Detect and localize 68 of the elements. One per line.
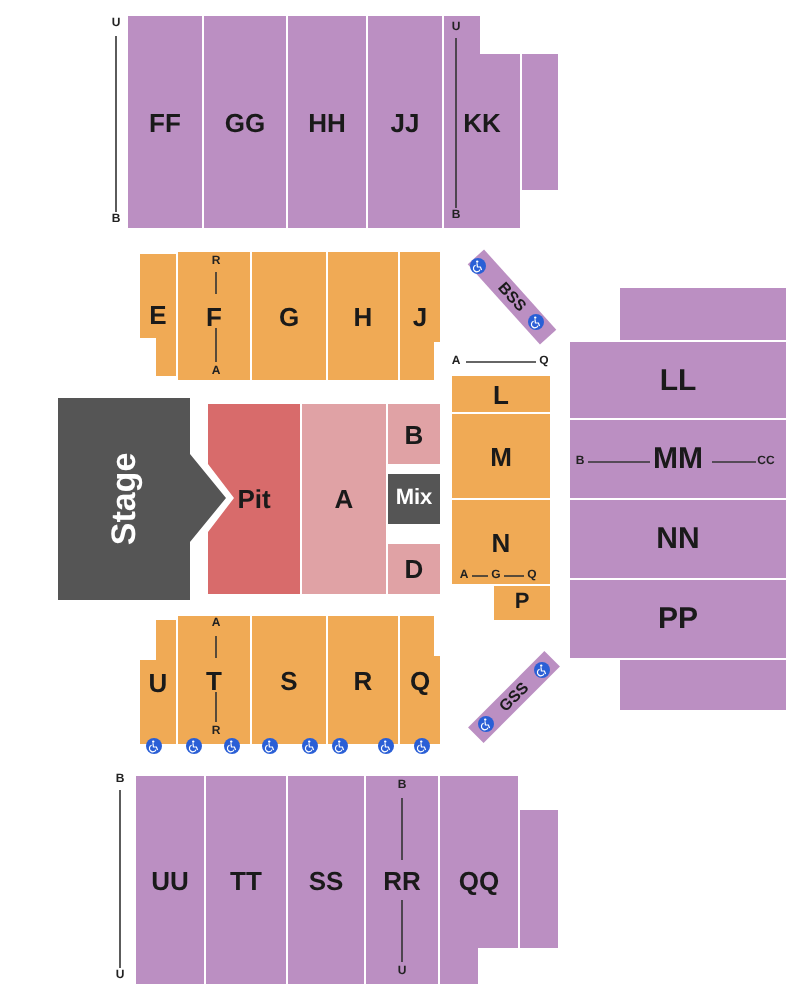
section-label: D	[404, 556, 424, 582]
seating-section-block	[620, 288, 786, 340]
seating-section	[136, 776, 204, 984]
section-label: E	[149, 302, 167, 328]
section-label: SS	[308, 867, 344, 893]
seating-section	[204, 16, 286, 228]
seating-section	[388, 474, 440, 524]
section-label: F	[206, 303, 222, 329]
section-label: Stage	[107, 452, 141, 546]
seating-section	[328, 252, 398, 380]
seating-section	[328, 616, 398, 744]
seating-section	[252, 252, 326, 380]
seating-section	[570, 500, 786, 578]
section-label: JJ	[390, 109, 420, 135]
section-label: L	[493, 381, 509, 407]
section-label: M	[490, 443, 512, 469]
seating-section-block	[522, 54, 558, 190]
section-label: G	[278, 303, 300, 329]
seating-section	[494, 586, 550, 620]
seating-section	[570, 420, 786, 498]
seating-section	[400, 252, 440, 380]
section-label: GG	[224, 109, 266, 135]
seating-section-block	[520, 810, 558, 948]
seating-section	[452, 376, 550, 412]
section-label: N	[491, 529, 511, 555]
section-label: Q	[409, 667, 431, 693]
section-label: HH	[308, 109, 346, 135]
section-label: Pit	[237, 486, 271, 512]
section-label: NN	[656, 524, 700, 554]
section-label: RR	[383, 867, 421, 893]
section-label: R	[353, 667, 373, 693]
section-label: LL	[659, 365, 697, 395]
seating-section	[452, 414, 550, 498]
seating-section	[206, 776, 286, 984]
section-label: P	[514, 592, 530, 614]
seating-section	[388, 404, 440, 464]
section-label: Mix	[395, 488, 433, 510]
section-label: T	[206, 667, 222, 693]
seating-section	[400, 616, 440, 744]
section-label: QQ	[458, 867, 500, 893]
seating-section	[388, 544, 440, 594]
stage	[58, 398, 226, 600]
section-label: PP	[657, 604, 698, 634]
seating-section-block	[620, 660, 786, 710]
seating-section	[444, 16, 520, 228]
seating-section	[208, 404, 300, 594]
seating-section	[128, 16, 202, 228]
seating-section	[288, 16, 366, 228]
seating-section	[366, 776, 438, 984]
section-label: H	[353, 303, 373, 329]
section-label: S	[280, 667, 298, 693]
seating-section	[302, 404, 386, 594]
seating-section	[440, 776, 518, 984]
seating-section	[452, 500, 550, 584]
section-label: J	[412, 303, 428, 329]
seating-section	[570, 342, 786, 418]
section-label: A	[334, 486, 354, 512]
section-label: TT	[230, 867, 262, 893]
section-label: KK	[463, 109, 501, 135]
section-label: MM	[653, 444, 703, 474]
section-label: B	[404, 421, 424, 447]
section-label: FF	[149, 109, 181, 135]
seating-section	[570, 580, 786, 658]
seating-section	[368, 16, 442, 228]
section-label: UU	[151, 867, 189, 893]
section-label: U	[148, 669, 168, 695]
seating-section	[252, 616, 326, 744]
seating-section	[288, 776, 364, 984]
